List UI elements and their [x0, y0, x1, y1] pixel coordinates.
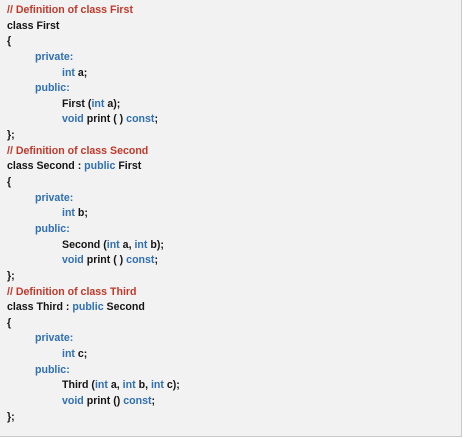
member-name: b; — [77, 207, 88, 220]
class-declaration: class Second : public First — [7, 159, 461, 175]
param-name: a — [122, 238, 129, 251]
param-type: int — [91, 97, 105, 110]
param-type: int — [122, 379, 136, 392]
constructor-declaration: Second (int a, int b); — [62, 238, 164, 251]
class-block-third: // Definition of class Third class Third… — [7, 285, 461, 426]
class-name: First — [36, 19, 60, 32]
code-comment: // Definition of class Second — [7, 144, 149, 157]
public-access-label: public: — [35, 82, 70, 95]
private-access-label: private: — [35, 50, 74, 63]
open-brace: { — [7, 316, 12, 329]
param-name: a — [110, 379, 117, 392]
method-signature: print ( ) — [86, 254, 124, 267]
param-name: c — [166, 379, 173, 392]
return-type: void — [62, 254, 84, 267]
close-brace: }; — [7, 410, 15, 423]
open-brace: { — [7, 35, 12, 48]
close-brace: }; — [7, 269, 15, 282]
class-keyword: class — [7, 19, 34, 32]
inheritance-colon: : — [77, 160, 82, 173]
method-declaration: void print () const; — [7, 394, 461, 410]
param-name: b — [138, 379, 146, 392]
base-access-keyword: public — [84, 160, 116, 173]
member-name: c; — [77, 348, 88, 361]
class-keyword: class — [7, 301, 34, 314]
public-access-label: public: — [35, 363, 70, 376]
member-declaration: int a; — [7, 66, 461, 82]
base-access-keyword: public — [72, 301, 104, 314]
inheritance-colon: : — [65, 301, 70, 314]
type-keyword: int — [62, 348, 75, 361]
constructor-declaration: First (int a); — [62, 97, 121, 110]
class-keyword: class — [7, 160, 34, 173]
const-qualifier: const — [126, 254, 155, 267]
code-comment: // Definition of class First — [7, 4, 133, 16]
class-name: Third — [36, 301, 63, 314]
member-declaration: int b; — [7, 206, 461, 222]
base-class-name: Second — [106, 301, 145, 314]
class-name: Second — [36, 160, 75, 173]
class-declaration: class First — [7, 19, 461, 35]
return-type: void — [62, 113, 84, 126]
type-keyword: int — [62, 66, 75, 79]
class-block-first: // Definition of class First class First… — [7, 3, 461, 144]
method-signature: print () — [86, 395, 121, 408]
code-comment: // Definition of class Third — [7, 285, 137, 298]
statement-end: ; — [154, 254, 158, 267]
const-qualifier: const — [123, 395, 152, 408]
method-declaration: void print ( ) const; — [7, 112, 461, 128]
constructor-name: Third — [62, 379, 89, 392]
param-type: int — [150, 379, 164, 392]
constructor-declaration: Third (int a, int b, int c); — [62, 379, 180, 392]
param-type: int — [134, 238, 148, 251]
return-type: void — [62, 395, 84, 408]
private-access-label: private: — [35, 332, 74, 345]
constructor-name: Second — [62, 238, 101, 251]
method-signature: print ( ) — [86, 113, 124, 126]
base-class-name: First — [118, 160, 142, 173]
param-name: b — [150, 238, 157, 251]
statement-end: ; — [151, 395, 156, 408]
class-declaration: class Third : public Second — [7, 300, 461, 316]
const-qualifier: const — [126, 113, 155, 126]
method-declaration: void print ( ) const; — [7, 253, 461, 269]
class-block-second: // Definition of class Second class Seco… — [7, 144, 461, 285]
public-access-label: public: — [35, 222, 70, 235]
member-declaration: int c; — [7, 347, 461, 363]
type-keyword: int — [62, 207, 75, 220]
param-name: a — [107, 97, 114, 110]
member-name: a; — [77, 66, 88, 79]
param-type: int — [94, 379, 108, 392]
private-access-label: private: — [35, 191, 74, 204]
param-type: int — [106, 238, 120, 251]
close-brace: }; — [7, 129, 15, 142]
constructor-name: First — [62, 97, 85, 110]
statement-end: ; — [154, 113, 158, 126]
open-brace: { — [7, 176, 12, 189]
